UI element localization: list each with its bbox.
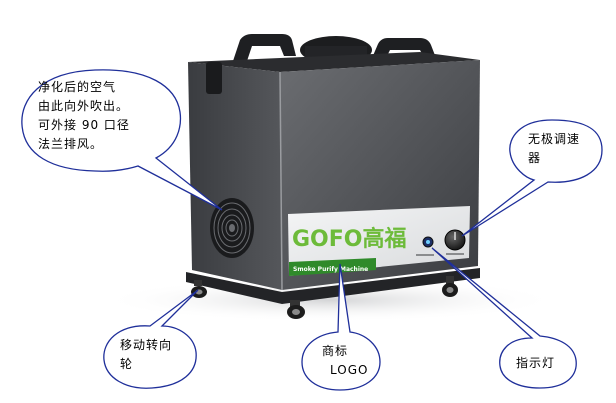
- callout-speed-bubble: [461, 119, 603, 237]
- callout-line: 商标: [322, 344, 349, 358]
- caster-wheel-front-right: [442, 276, 458, 297]
- front-edge-highlight: [279, 71, 283, 291]
- callout-line: 由此向外吹出。: [38, 99, 130, 113]
- callout-line: 可外接 90 口径: [38, 118, 130, 132]
- callout-logo-text: 商标 LOGO: [322, 342, 368, 380]
- callout-outlet-text: 净化后的空气 由此向外吹出。 可外接 90 口径 法兰排风。: [38, 78, 130, 154]
- callout-line: 轮: [120, 357, 134, 371]
- indicator-caption: [416, 254, 434, 256]
- model-strip: [289, 258, 376, 276]
- callout-logo-bubble: [301, 263, 381, 391]
- callout-line: 移动转向: [120, 338, 173, 352]
- callout-line: 指示灯: [516, 356, 556, 370]
- callout-indicator-text: 指示灯: [516, 354, 555, 373]
- callout-line: 净化后的空气: [38, 80, 117, 94]
- brand-logo: GOFO高福: [292, 226, 407, 252]
- base-frame: [186, 268, 480, 304]
- callout-line: 无极调速: [528, 132, 581, 146]
- callout-indicator-bubble: [431, 247, 577, 389]
- callout-speed-text: 无极调速 器: [528, 130, 580, 168]
- callout-outlet-bubble: [21, 69, 223, 211]
- callout-line: 器: [528, 151, 542, 165]
- knob-caption: [446, 253, 464, 255]
- side-grip-recess: [206, 62, 222, 94]
- caster-wheel-front-left: [287, 300, 305, 319]
- caster-wheel-rear-left: [191, 280, 207, 298]
- callout-caster-text: 移动转向 轮: [120, 336, 172, 374]
- cabinet-top: [188, 52, 480, 72]
- model-text: Smoke Purify Machine: [293, 266, 368, 273]
- callout-caster-bubble: [103, 289, 199, 389]
- callout-line: LOGO: [330, 363, 369, 377]
- front-panel: [288, 206, 470, 276]
- side-fan-grille: [210, 198, 254, 258]
- indicator-light-glow: [426, 240, 430, 244]
- callout-line: 法兰排风。: [38, 137, 104, 151]
